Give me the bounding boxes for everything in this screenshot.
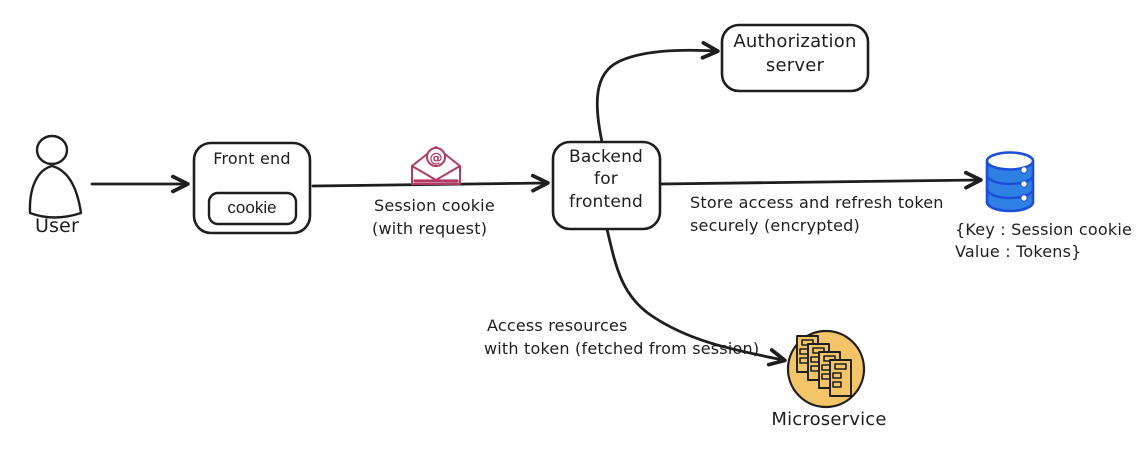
- database-band-2: [985, 188, 1035, 200]
- backend-label-line2: for: [594, 169, 618, 189]
- microservice-label: Microservice: [771, 409, 887, 430]
- service-card: [829, 359, 852, 397]
- database-dot-2: [1020, 180, 1028, 188]
- session-cookie-label-line1: Session cookie: [374, 196, 495, 215]
- services-stack-icon: [786, 329, 866, 409]
- authserver-label-line2: server: [765, 55, 825, 76]
- arrow-backend-to-database: [658, 170, 983, 190]
- envelope-at-glyph: @: [430, 151, 443, 166]
- authserver-label-line1: Authorization: [733, 31, 857, 52]
- envelope-fold: [411, 165, 461, 181]
- session-cookie-label-line2: (with request): [372, 219, 488, 238]
- arrow-backend-to-microservice: [605, 227, 787, 367]
- arrow-backend-to-authserver: [595, 40, 720, 144]
- person-body: [28, 164, 83, 219]
- envelope-body: [411, 165, 461, 185]
- cookie-box: [207, 191, 298, 226]
- frontend-title: Front end: [213, 149, 291, 168]
- database-dot-3: [1020, 194, 1028, 202]
- backend-box: [551, 140, 662, 231]
- authserver-box: [720, 23, 870, 93]
- store-tokens-label-line2: securely (encrypted): [690, 216, 860, 235]
- store-tokens-label-line1: Store access and refresh token: [690, 193, 944, 212]
- envelope-at-circle: [426, 147, 446, 167]
- envelope-at-icon: @: [411, 146, 461, 185]
- database-top: [985, 151, 1035, 171]
- token-store-note-line1: {Key : Session cookie: [955, 220, 1133, 239]
- cookie-label: cookie: [227, 198, 277, 217]
- user-label: User: [34, 215, 80, 237]
- person-head: [35, 134, 69, 166]
- backend-label-line1: Backend: [568, 147, 644, 167]
- access-resources-label-line1: Access resources: [487, 316, 628, 335]
- database-band-1: [985, 174, 1035, 186]
- person-icon: [28, 134, 83, 219]
- database-dot-1: [1020, 166, 1028, 174]
- database-cylinder-icon: [985, 151, 1035, 213]
- backend-label-line3: frontend: [568, 192, 644, 212]
- access-resources-label-line2: with token (fetched from session): [484, 339, 760, 358]
- token-store-note-line2: Value : Tokens}: [955, 242, 1082, 261]
- microservice-cards: [796, 335, 852, 397]
